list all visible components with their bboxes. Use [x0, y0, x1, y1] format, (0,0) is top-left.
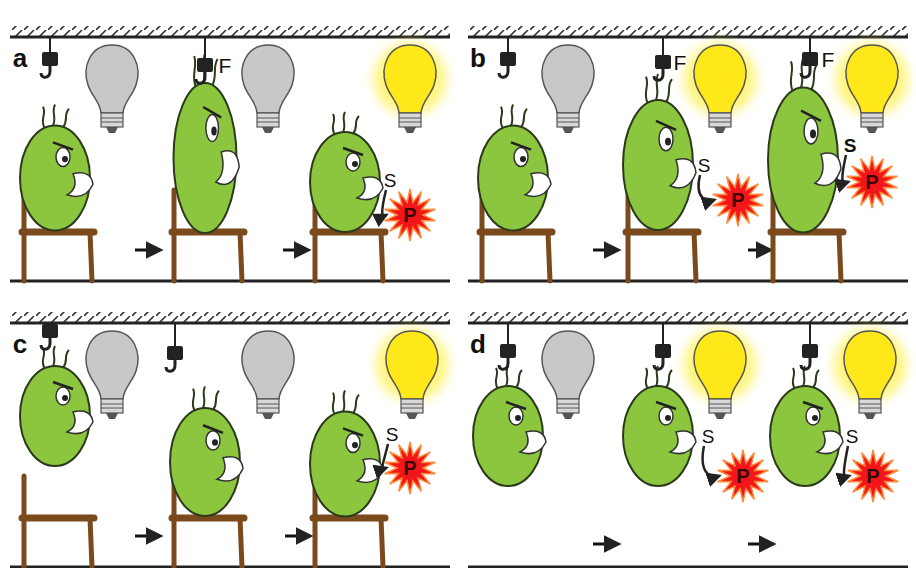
- bulb-off: [242, 331, 294, 419]
- hook: [166, 346, 183, 371]
- panel-letter: c: [13, 331, 27, 357]
- reaction-arrow: [842, 155, 848, 183]
- chair: [22, 476, 94, 567]
- product-label: P: [731, 190, 744, 210]
- step-arrow: [593, 543, 618, 546]
- ceiling-floor: [10, 26, 450, 281]
- cell: [170, 386, 243, 516]
- substrate-label: S: [698, 156, 711, 175]
- burst-star: [385, 189, 436, 241]
- bulb-on: [376, 329, 448, 419]
- cell: [310, 391, 383, 517]
- substrate-label: S: [846, 427, 859, 446]
- product-burst: P: [712, 174, 764, 226]
- bulb-off: [542, 45, 594, 133]
- panel-c: [10, 312, 450, 567]
- hook: [499, 52, 516, 77]
- panel-letter: d: [470, 331, 486, 357]
- bulb-on: [374, 43, 446, 133]
- hook: [654, 344, 671, 369]
- product-burst: P: [384, 189, 436, 241]
- reaction-arrow: [844, 446, 849, 477]
- step-arrow: [135, 249, 160, 252]
- hook: [499, 344, 516, 369]
- substrate-label: S: [384, 171, 397, 190]
- cell: [623, 74, 696, 230]
- cell: [174, 53, 240, 233]
- product-burst: P: [717, 450, 769, 502]
- hook-string: [49, 37, 51, 52]
- hook-string: [809, 37, 811, 52]
- force-label: F: [219, 55, 232, 76]
- panel-letter: b: [470, 45, 486, 71]
- step-arrow: [283, 249, 308, 252]
- cell: [768, 58, 841, 232]
- hook-string: [204, 37, 206, 58]
- hook: [196, 58, 213, 83]
- bulb-on: [684, 43, 756, 133]
- step-arrow: [285, 535, 310, 538]
- hook-string: [174, 323, 176, 346]
- cell: [310, 112, 383, 232]
- burst-star: [718, 450, 769, 502]
- product-burst: P: [846, 156, 898, 208]
- hook: [41, 52, 58, 77]
- hook: [801, 52, 818, 77]
- ceiling-floor: [10, 312, 450, 567]
- cell: [478, 105, 551, 231]
- step-arrow: [135, 535, 160, 538]
- product-burst: P: [847, 450, 899, 502]
- hook-string: [662, 37, 664, 55]
- substrate-label: S: [702, 427, 715, 446]
- hook: [41, 324, 58, 349]
- product-label: P: [403, 205, 416, 225]
- hook-string: [809, 323, 811, 344]
- cell: [20, 346, 93, 466]
- force-label: F: [674, 52, 687, 73]
- bulb-off: [86, 331, 138, 419]
- substrate-label: S: [844, 136, 857, 155]
- panel-b: [468, 26, 908, 281]
- burst-star: [385, 442, 436, 494]
- bulb-off: [86, 45, 138, 133]
- burst-star: [847, 156, 898, 208]
- product-label: P: [865, 172, 878, 192]
- hook-string: [662, 323, 664, 344]
- product-label: P: [866, 466, 879, 486]
- product-label: P: [403, 458, 416, 478]
- hook: [801, 344, 818, 369]
- cell: [473, 366, 546, 486]
- bulb-off: [542, 331, 594, 419]
- cell: [623, 366, 696, 486]
- step-arrow: [748, 543, 773, 546]
- bulb-on: [834, 329, 906, 419]
- bulb-on: [684, 329, 756, 419]
- reaction-arrow: [703, 446, 719, 477]
- substrate-label: S: [386, 425, 399, 444]
- force-label: F: [822, 49, 835, 70]
- burst-star: [713, 174, 764, 226]
- hook: [654, 55, 671, 80]
- panel-d: [468, 312, 908, 567]
- ceiling-floor: [468, 312, 908, 567]
- bulb-off: [242, 45, 294, 133]
- step-arrow: [748, 249, 770, 252]
- step-arrow: [593, 249, 618, 252]
- reaction-arrow: [382, 190, 386, 216]
- panel-a: [10, 26, 450, 281]
- burst-star: [848, 450, 899, 502]
- cell: [20, 105, 93, 231]
- product-burst: P: [384, 442, 436, 494]
- reaction-arrow: [382, 444, 388, 469]
- panel-letter: a: [13, 45, 27, 71]
- ceiling-floor: [468, 26, 908, 281]
- cell: [770, 366, 843, 486]
- hook-string: [507, 37, 509, 52]
- product-label: P: [736, 466, 749, 486]
- bulb-on: [836, 43, 908, 133]
- hook-string: [507, 323, 509, 344]
- reaction-arrow: [699, 175, 714, 201]
